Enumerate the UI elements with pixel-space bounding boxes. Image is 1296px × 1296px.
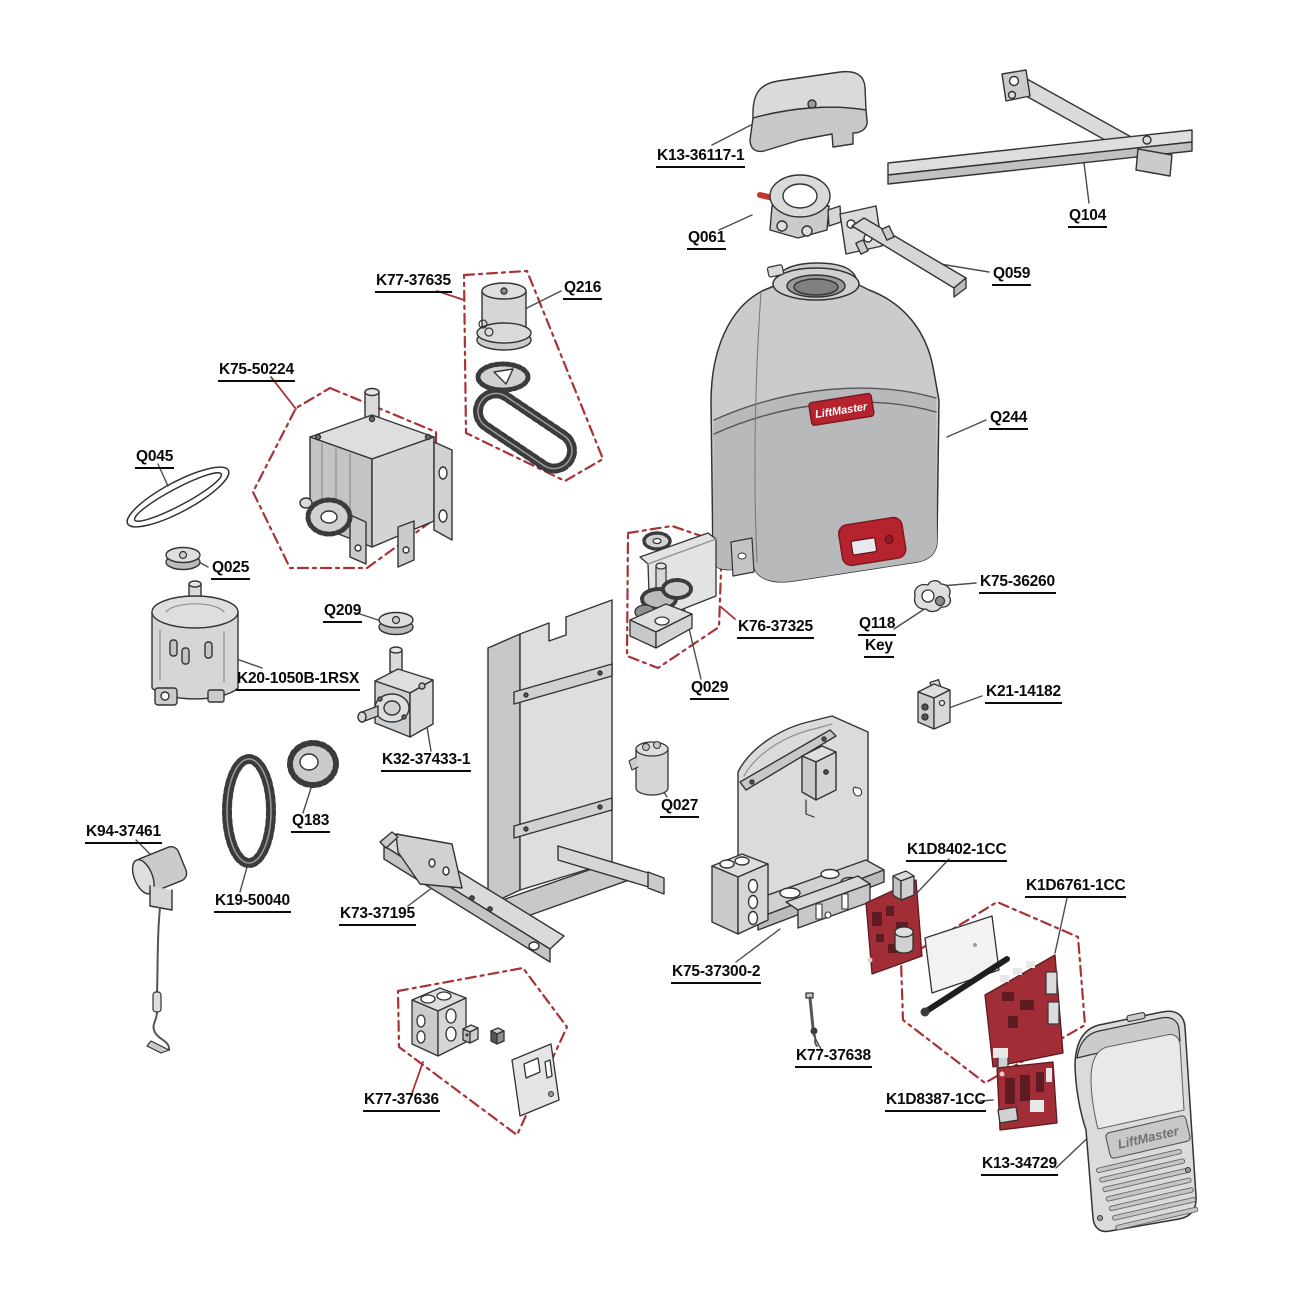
kit-box-k77-37635 [462,269,605,483]
part-k94-capacitor [131,846,188,1054]
label-k1d8402-1cc: K1D8402-1CC [906,841,1008,862]
part-k75-36260-lock [913,580,952,613]
part-q027-capacitor [628,741,669,796]
part-q045-belt [126,466,230,528]
part-k1d8387-board [996,1061,1058,1131]
label-k77-37636: K77-37636 [363,1091,440,1112]
part-k20-motor [151,580,239,706]
part-k13-34729-panel: LiftMaster [1074,1010,1199,1233]
label-k73-37195: K73-37195 [339,905,416,926]
kit-box-k1d6761 [899,900,1087,1085]
part-k32-gearbox [357,646,434,738]
part-k13-36117-1-cover [749,70,868,153]
label-k32-37433-1: K32-37433-1 [381,751,472,772]
part-k1d8402-board [865,870,923,975]
leader-lines [135,123,1098,1169]
label-k20-1050b-1rsx: K20-1050B-1RSX [236,670,361,691]
label-q209: Q209 [323,602,363,623]
label-k19-50040: K19-50040 [214,892,291,913]
label-k1d8387-1cc: K1D8387-1CC [885,1091,987,1112]
part-k75-50224-gearbox [299,387,453,568]
label-q061: Q061 [687,229,727,250]
label-q118: Q118 [858,615,897,636]
part-k75-chassis [711,715,885,935]
label-q029: Q029 [690,679,730,700]
part-k77-37636-kit [411,987,560,1117]
label-k76-37325: K76-37325 [737,618,814,639]
label-k1d6761-1cc: K1D6761-1CC [1025,877,1127,898]
label-q025: Q025 [211,559,251,580]
label-q216: Q216 [563,279,603,300]
label-q104: Q104 [1068,207,1108,228]
part-q183-sprocket [287,740,339,788]
label-k13-36117-1: K13-36117-1 [656,147,746,168]
label-k75-50224: K75-50224 [218,361,295,382]
label-q059: Q059 [992,265,1032,286]
part-k1d6761-kit [920,915,1064,1074]
part-q209-pulley [378,611,414,636]
label-k75-37300-2: K75-37300-2 [671,963,762,984]
part-k19-chain [222,754,276,868]
part-k77-37635-chain [472,388,578,474]
label-k77-37635: K77-37635 [375,272,452,293]
part-q244-cover: LiftMaster [710,262,940,583]
part-k77-37635-sprocket [475,361,531,393]
part-q059-bracket [839,205,967,298]
part-q216-pulley [476,282,532,351]
part-k73-post-rail [379,599,665,963]
label-k13-34729: K13-34729 [981,1155,1058,1176]
part-k76-limit-assembly [629,531,717,649]
part-k21-switch [917,679,951,730]
label-q183: Q183 [291,812,331,833]
part-q104-arm [887,69,1193,185]
label-q118-key: Key [864,637,894,658]
label-k21-14182: K21-14182 [985,683,1062,704]
label-k94-37461: K94-37461 [85,823,162,844]
part-k77-37638-pin [805,992,818,1047]
label-k75-36260: K75-36260 [979,573,1056,594]
label-q045: Q045 [135,448,175,469]
part-q061-clamp [757,174,842,239]
label-k77-37638: K77-37638 [795,1047,872,1068]
label-q244: Q244 [989,409,1029,430]
part-q025-pulley [165,546,201,571]
label-q027: Q027 [660,797,700,818]
